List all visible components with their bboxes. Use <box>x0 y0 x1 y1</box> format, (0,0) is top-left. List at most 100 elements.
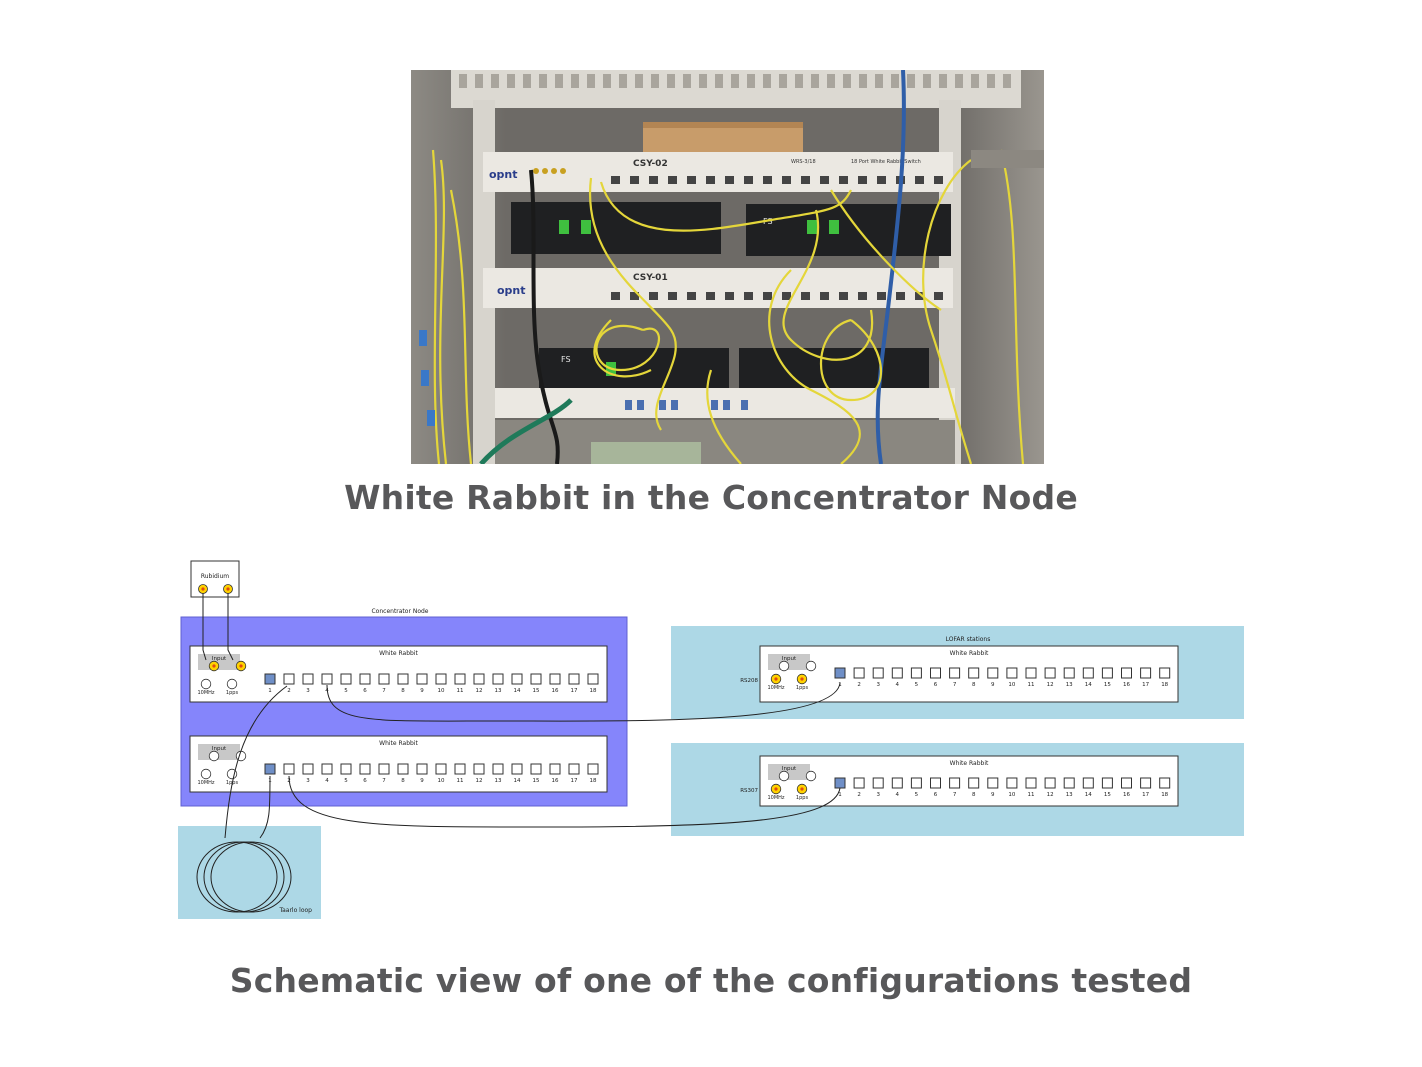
port-label: 10 <box>438 688 445 694</box>
ref-10mhz-label: 10MHz <box>767 795 784 801</box>
ref-10mhz-label: 10MHz <box>197 780 214 786</box>
ref-10mhz-connector <box>200 678 212 690</box>
port-label: 3 <box>876 792 880 798</box>
port-label: 2 <box>857 792 861 798</box>
port-18 <box>1159 667 1171 679</box>
port-9 <box>987 777 999 789</box>
port-label: 10 <box>438 778 445 784</box>
switch-brand-middle: opnt <box>497 284 526 297</box>
port-17 <box>568 673 580 685</box>
rubidium-label: Rubidium <box>201 573 229 580</box>
port-11 <box>1025 667 1037 679</box>
ref-10mhz-label: 10MHz <box>197 690 214 696</box>
ref-10mhz-connector <box>200 768 212 780</box>
input-block <box>198 744 240 760</box>
ref-1pps-connector <box>226 678 238 690</box>
port-label: 17 <box>571 778 578 784</box>
ref-10mhz-label: 10MHz <box>767 685 784 691</box>
port-1 <box>834 777 846 789</box>
port-label: 16 <box>552 688 559 694</box>
port-label: 13 <box>1066 682 1073 688</box>
port-12 <box>473 673 485 685</box>
link-port2-loop <box>224 685 288 839</box>
port-label: 12 <box>476 778 483 784</box>
port-label: 10 <box>1008 792 1015 798</box>
port-3 <box>302 673 314 685</box>
station-label: RS208 <box>740 678 758 684</box>
port-label: 8 <box>972 792 976 798</box>
input-10mhz-connector <box>778 660 790 672</box>
port-label: 11 <box>457 778 464 784</box>
port-label: 11 <box>457 688 464 694</box>
port-5 <box>340 763 352 775</box>
port-3 <box>872 777 884 789</box>
schematic-diagram: Rubidium Concentrator Node LOFAR station… <box>178 560 1244 919</box>
port-label: 14 <box>1085 682 1092 688</box>
concentrator-label: Concentrator Node <box>371 608 428 615</box>
port-label: 18 <box>1161 792 1168 798</box>
port-label: 15 <box>533 688 540 694</box>
link-rubidium-1pps <box>227 593 234 661</box>
port-label: 9 <box>991 682 995 688</box>
port-7 <box>949 777 961 789</box>
input-label: Input <box>212 656 227 662</box>
port-label: 4 <box>896 792 900 798</box>
rubidium-clock: Rubidium <box>190 560 240 598</box>
port-label: 7 <box>382 778 386 784</box>
port-2 <box>853 777 865 789</box>
port-4 <box>321 763 333 775</box>
input-10mhz-connector <box>208 750 220 762</box>
ref-1pps-connector <box>226 768 238 780</box>
port-label: 14 <box>514 688 521 694</box>
port-label: 16 <box>1123 792 1130 798</box>
port-label: 14 <box>1085 792 1092 798</box>
port-label: 5 <box>915 682 919 688</box>
port-label: 15 <box>533 778 540 784</box>
port-label: 7 <box>382 688 386 694</box>
switch-label-top: CSY-02 <box>633 159 668 169</box>
port-16 <box>1121 667 1132 679</box>
port-label: 6 <box>363 778 367 784</box>
port-14 <box>511 763 523 775</box>
port-12 <box>473 763 485 775</box>
input-1pps-connector <box>805 770 817 782</box>
switch-brand-top: opnt <box>489 168 518 181</box>
port-17 <box>568 763 580 775</box>
port-10 <box>435 763 447 775</box>
ref-1pps-label: 1pps <box>796 795 809 801</box>
port-label: 3 <box>306 778 310 784</box>
port-label: 9 <box>420 778 424 784</box>
ref-1pps-connector-core <box>800 677 804 681</box>
converter-brand-2: FS <box>561 355 571 364</box>
input-block <box>768 764 810 780</box>
port-15 <box>1101 667 1113 679</box>
rack-photo-drawing: opnt CSY-02 WRS-3/18 18 Port White Rabbi… <box>411 70 1044 464</box>
port-8 <box>968 667 980 679</box>
port-9 <box>416 673 428 685</box>
port-10 <box>1006 667 1018 679</box>
port-1 <box>264 763 276 775</box>
input-1pps-connector <box>235 750 247 762</box>
port-13 <box>492 673 504 685</box>
port-15 <box>530 673 542 685</box>
port-13 <box>1063 777 1075 789</box>
port-label: 11 <box>1028 682 1035 688</box>
ref-1pps-connector-core <box>800 787 804 791</box>
port-9 <box>987 667 999 679</box>
port-5 <box>340 673 352 685</box>
station-label: RS307 <box>740 788 758 794</box>
port-label: 16 <box>1123 682 1130 688</box>
port-18 <box>587 763 599 775</box>
port-label: 3 <box>306 688 310 694</box>
port-14 <box>511 673 523 685</box>
input-10mhz-connector <box>778 770 790 782</box>
port-label: 17 <box>1142 682 1149 688</box>
port-7 <box>378 673 390 685</box>
port-13 <box>1063 667 1075 679</box>
port-label: 9 <box>991 792 995 798</box>
